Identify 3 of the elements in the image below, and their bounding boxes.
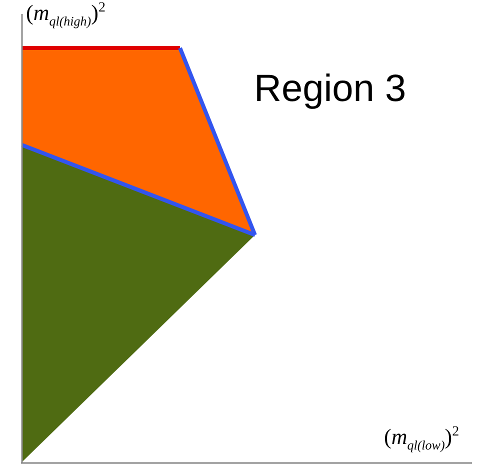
axis-label: (m$_{ql(low)}$)$^{2}$ xyxy=(384,424,460,454)
axis-label: (m$_{ql(high)}$)$^{2}$ xyxy=(26,0,106,30)
region-label: Region 3 xyxy=(254,68,406,111)
